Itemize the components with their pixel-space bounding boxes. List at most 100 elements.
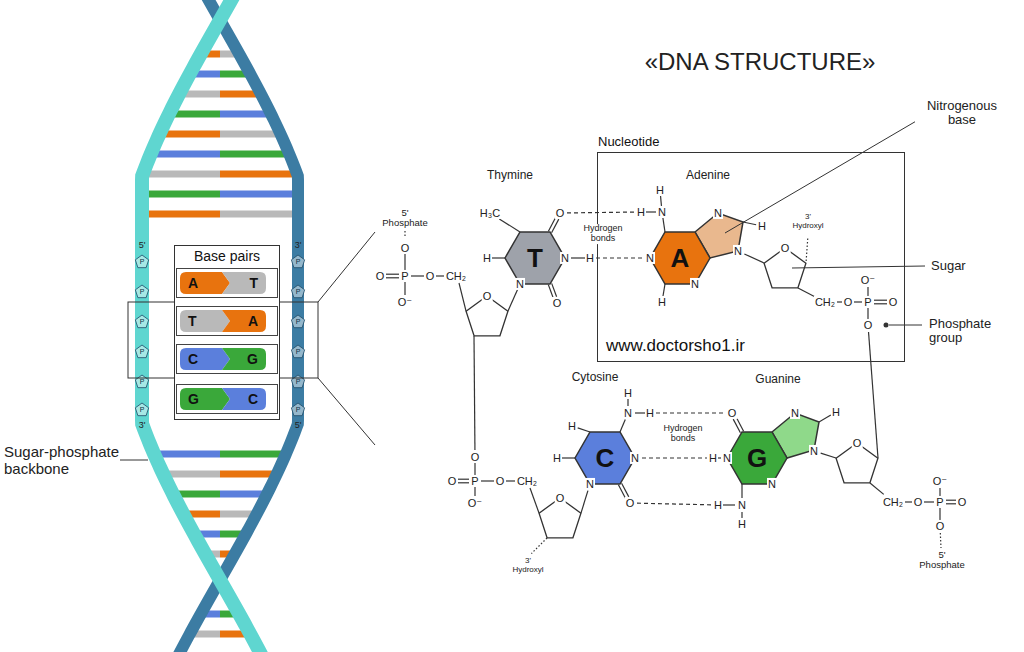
- phosphate-mark: P: [140, 288, 145, 296]
- atom-label: O: [913, 496, 924, 508]
- sugar-mark: [291, 315, 304, 328]
- hydrogen-bond: [656, 412, 726, 413]
- part-label: 5' Phosphate: [378, 208, 432, 229]
- base-shape: A: [180, 272, 230, 294]
- covalent-bond: [459, 283, 466, 311]
- base-shape: T: [222, 272, 266, 294]
- rung: [142, 211, 220, 218]
- hydrogen-bond: [637, 503, 712, 505]
- rung: [220, 171, 297, 178]
- sugar-mark: [135, 403, 148, 416]
- base-ring: G: [727, 432, 787, 484]
- covalent-bond: [531, 538, 547, 554]
- atom-label: O: [552, 297, 563, 309]
- hydrogen-bond: [567, 211, 635, 213]
- covalent-bond: [481, 480, 494, 481]
- strand-end-label: 3': [295, 241, 302, 251]
- atom-label: O: [470, 451, 481, 463]
- atom-label: P: [935, 496, 944, 508]
- watermark: www.doctorsho1.ir: [606, 336, 745, 356]
- covalent-bond: [867, 287, 868, 296]
- rung: [220, 151, 289, 158]
- atom-label: N: [515, 278, 525, 290]
- base-letter: G: [247, 348, 258, 370]
- atom-label: N: [790, 407, 800, 419]
- atom-label: O: [447, 475, 458, 487]
- covalent-bond: [905, 501, 912, 502]
- shape-outline: [222, 310, 266, 332]
- rung: [220, 451, 286, 458]
- sugar-mark: [291, 285, 304, 298]
- phosphate-mark: P: [296, 348, 301, 356]
- atom-label: N: [657, 206, 667, 218]
- atom-label: N: [630, 452, 640, 464]
- atom-label: O: [625, 497, 636, 509]
- base-shape: G: [222, 348, 266, 370]
- covalent-bond: [660, 196, 662, 206]
- backbone-strand: [142, 0, 266, 652]
- shape-fill: [575, 432, 635, 484]
- part-label: 3' Hydroxyl: [509, 557, 547, 575]
- covalent-bond: [718, 457, 721, 458]
- shape-outline: [180, 348, 230, 370]
- base-letter: A: [188, 272, 198, 294]
- covalent-bond: [744, 254, 764, 263]
- box-heading: Base pairs: [175, 246, 279, 264]
- atom-label: N: [690, 278, 700, 290]
- covalent-bond: [733, 419, 740, 433]
- atom-label: CH₂: [445, 270, 467, 282]
- atom-label: H: [585, 252, 595, 264]
- atom-label: H: [552, 452, 562, 464]
- covalent-bond: [508, 289, 518, 311]
- phosphate-mark: P: [296, 258, 301, 266]
- shape-fill: [222, 348, 266, 370]
- part-label: Guanine: [754, 373, 801, 386]
- covalent-bond: [874, 303, 887, 304]
- covalent-bond: [663, 284, 665, 296]
- atom-label: H: [623, 387, 633, 399]
- covalent-bond: [530, 488, 539, 513]
- covalent-bond: [874, 300, 887, 301]
- atom-label: O: [957, 496, 968, 508]
- atom-label: CH₂: [814, 296, 836, 308]
- atom-label: O: [375, 270, 386, 282]
- covalent-bond: [474, 487, 475, 496]
- shape-fill: [180, 310, 230, 332]
- atom-label: H: [482, 252, 492, 264]
- base-letter: T: [188, 310, 197, 332]
- shape-fill: [180, 388, 230, 410]
- atom-label: O: [425, 270, 436, 282]
- shape-fill: [222, 272, 266, 294]
- covalent-bond: [458, 482, 469, 483]
- atom-label: O: [727, 407, 738, 419]
- base-shape: C: [180, 348, 230, 370]
- covalent-bond: [946, 500, 956, 501]
- covalent-bond: [411, 275, 424, 276]
- phosphate-mark: P: [140, 318, 145, 326]
- atom-label: CH₂: [882, 496, 904, 508]
- part-label: Sugar-phosphate backbone: [4, 444, 122, 477]
- atom-label: O: [780, 242, 791, 254]
- shape-fill: [222, 388, 266, 410]
- covalent-bond: [627, 399, 628, 406]
- covalent-bond: [736, 417, 743, 431]
- covalent-bond: [635, 412, 645, 413]
- atom-label: N: [560, 252, 570, 264]
- covalent-bond: [939, 508, 940, 520]
- shape-outline: [222, 348, 266, 370]
- strand-end-label: 5': [139, 241, 146, 251]
- chemical-bonds: [386, 196, 956, 554]
- covalent-bond: [404, 231, 405, 236]
- base-letter: A: [650, 232, 710, 284]
- sugar-mark: [135, 255, 148, 268]
- atom-label: N: [713, 207, 723, 219]
- strand-end-label: 5': [295, 421, 302, 431]
- shape-outline: [180, 272, 230, 294]
- phosphate-mark: P: [296, 378, 301, 386]
- covalent-bond: [743, 222, 756, 225]
- atom-label: N: [733, 245, 743, 257]
- covalent-bond: [798, 288, 814, 296]
- base-letter: G: [188, 388, 199, 410]
- sugar-mark: [291, 403, 304, 416]
- rung: [142, 191, 220, 198]
